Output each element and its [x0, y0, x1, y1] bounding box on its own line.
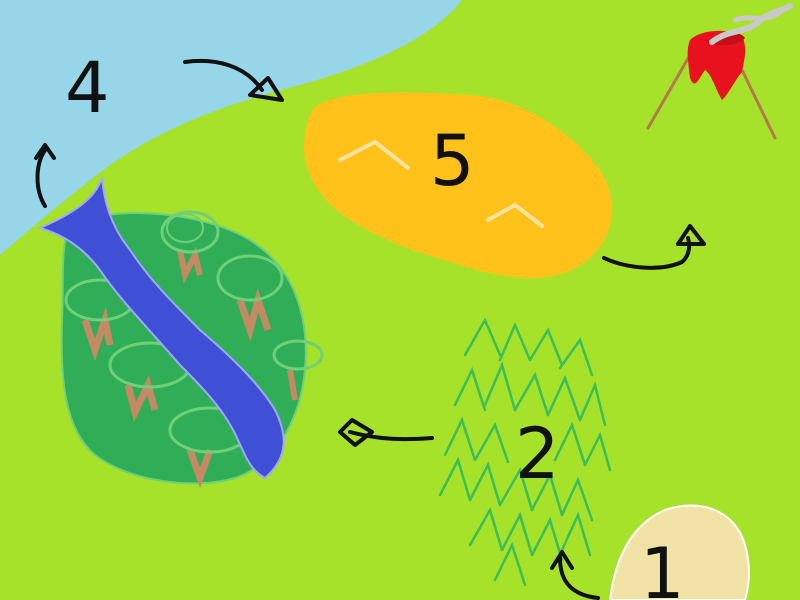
tall-grass-region	[438, 317, 612, 587]
stage-label-1: 1	[640, 533, 685, 600]
stage-label-4: 4	[65, 47, 110, 129]
arrow-4-to-5	[183, 58, 284, 102]
tree	[216, 254, 284, 343]
arrow-1-to-2	[550, 550, 600, 600]
desert-dune-1	[338, 139, 410, 170]
volcano-icon	[646, 3, 793, 140]
river	[37, 177, 285, 480]
ocean-region	[0, 0, 462, 255]
tree	[160, 210, 220, 285]
arrow-5-to-volcano	[602, 224, 706, 270]
stage-label-2: 2	[515, 413, 560, 495]
arrow-2-to-forest	[338, 418, 434, 447]
sand-patch-region	[608, 504, 750, 600]
forest-region	[37, 177, 324, 489]
stage-label-5: 5	[430, 120, 475, 202]
arrow-forest-to-4	[34, 143, 56, 208]
tree	[272, 339, 324, 401]
desert-dune-2	[486, 202, 544, 228]
desert-region	[304, 92, 612, 279]
